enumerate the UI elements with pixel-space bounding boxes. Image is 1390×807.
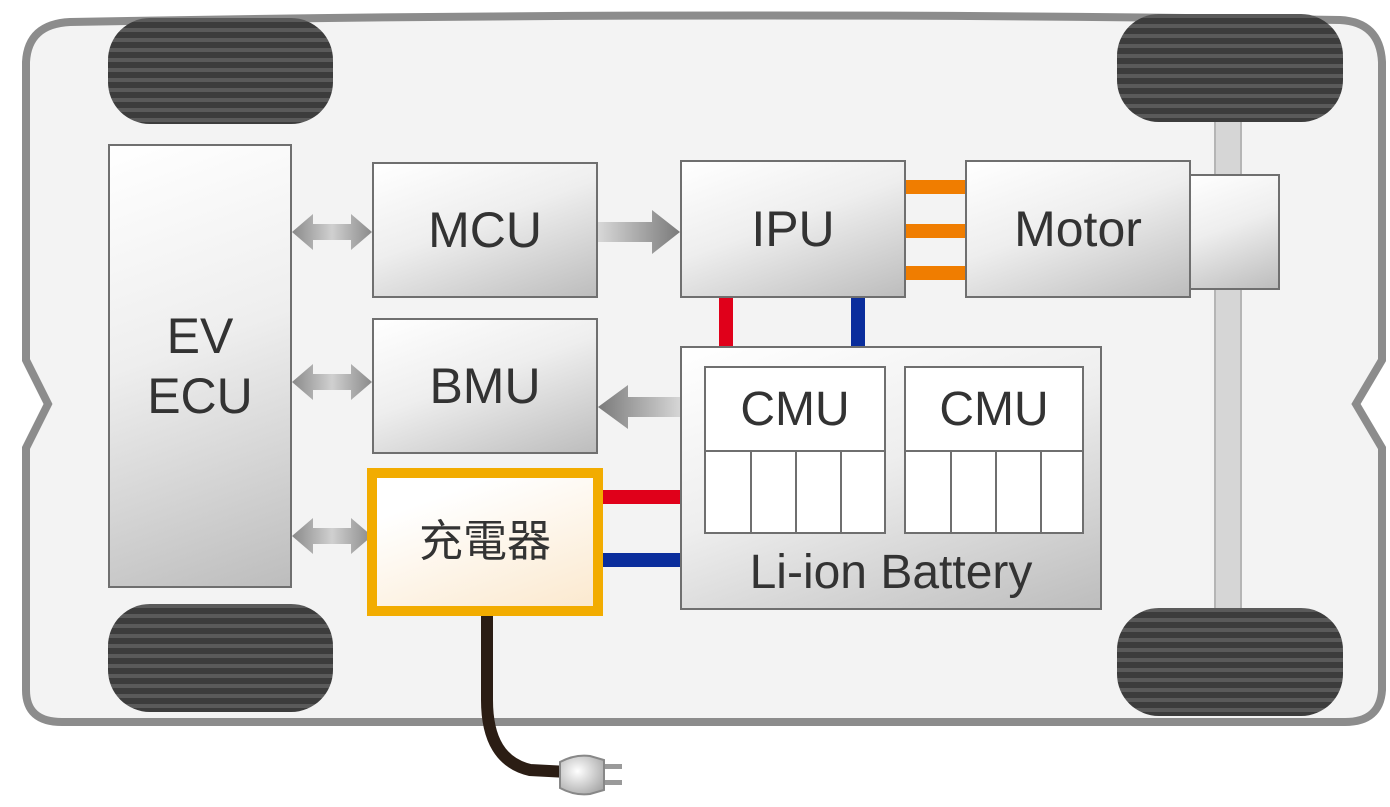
double-arrow xyxy=(292,214,372,250)
ev-ecu-block: EV ECU xyxy=(108,144,292,588)
ipu-label: IPU xyxy=(751,201,835,257)
ipu-negative-line xyxy=(851,296,865,346)
ev-ecu-label-line2: ECU xyxy=(147,368,253,424)
cmu-block-left: CMU xyxy=(704,366,886,534)
motor-shaft xyxy=(1186,174,1280,290)
motor-label: Motor xyxy=(1014,201,1142,257)
arrow-mcu-to-ipu xyxy=(598,210,680,254)
motor-phase-line xyxy=(903,266,967,280)
plug-icon xyxy=(559,754,622,796)
ev-ecu-label-line1: EV xyxy=(166,308,234,364)
motor-phase-line xyxy=(903,180,967,194)
cell-divider xyxy=(950,452,952,532)
bmu-block: BMU xyxy=(372,318,598,454)
arrow-battery-to-bmu xyxy=(598,385,682,429)
motor-block: Motor xyxy=(965,160,1191,298)
cell-divider xyxy=(795,452,797,532)
charger-negative-line xyxy=(602,553,682,567)
wheel-front-left xyxy=(108,18,333,124)
double-arrow xyxy=(292,364,372,400)
wheel-front-right xyxy=(108,604,333,712)
cell-divider xyxy=(995,452,997,532)
charger-label: 充電器 xyxy=(419,516,551,566)
double-arrow xyxy=(292,518,372,554)
charging-cable xyxy=(481,614,569,778)
cmu-block-right: CMU xyxy=(904,366,1084,534)
wheel-rear-right xyxy=(1117,608,1343,716)
cell-divider xyxy=(840,452,842,532)
battery-label: Li-ion Battery xyxy=(749,546,1033,600)
cell-divider xyxy=(750,452,752,532)
mcu-label: MCU xyxy=(428,202,542,258)
cmu-right-label: CMU xyxy=(906,368,1082,452)
charger-positive-line xyxy=(602,490,682,504)
cell-divider xyxy=(1040,452,1042,532)
ipu-block: IPU xyxy=(680,160,906,298)
motor-phase-line xyxy=(903,224,967,238)
ev-ecu-label: EV ECU xyxy=(110,146,290,586)
mcu-block: MCU xyxy=(372,162,598,298)
charger-block: 充電器 xyxy=(367,468,603,616)
ipu-positive-line xyxy=(719,296,733,346)
wheel-rear-left xyxy=(1117,14,1343,122)
battery-block: CMU CMU Li-ion Battery xyxy=(680,346,1102,610)
cmu-left-label: CMU xyxy=(706,368,884,452)
bmu-label: BMU xyxy=(429,358,541,414)
